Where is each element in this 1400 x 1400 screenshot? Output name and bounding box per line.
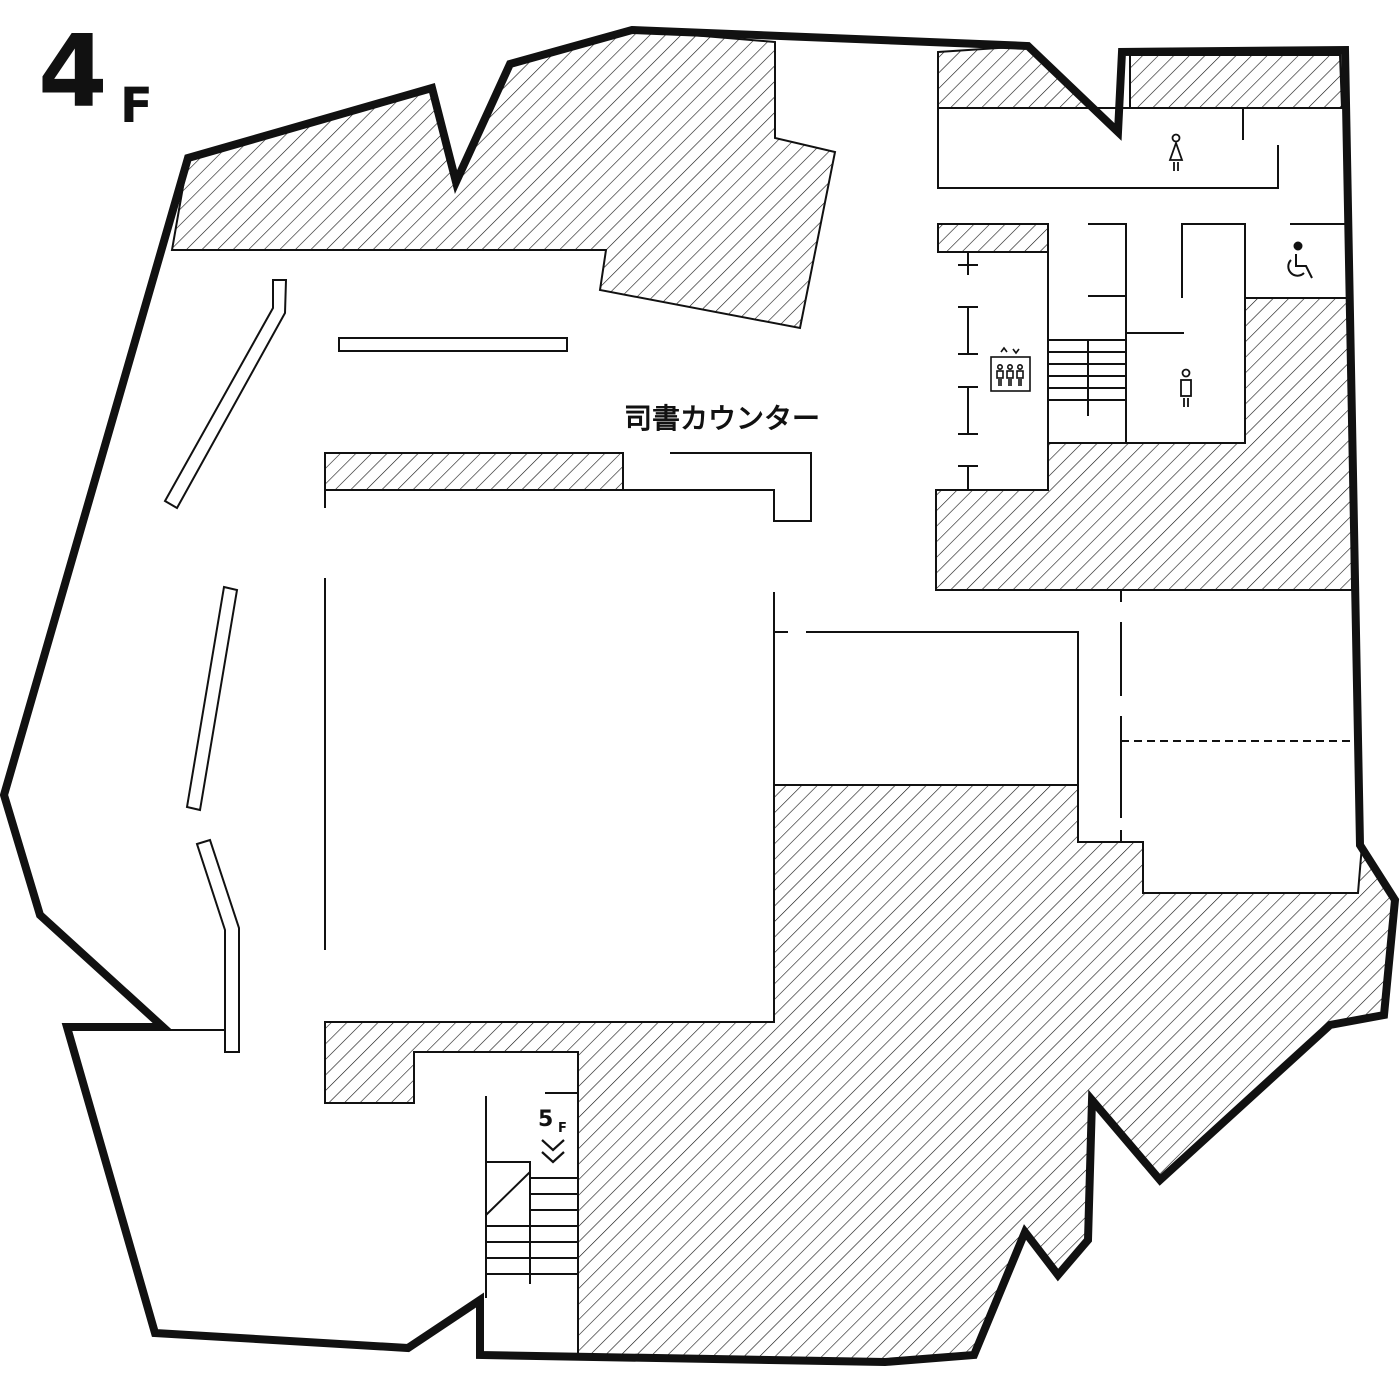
bookshelf xyxy=(195,838,240,1053)
bookshelf xyxy=(185,585,239,812)
hatched-area-top-middle xyxy=(937,44,1093,109)
stairs-south xyxy=(486,1177,578,1275)
elevator-icon xyxy=(990,346,1031,392)
female-restroom-icon xyxy=(1168,133,1184,171)
restricted-areas xyxy=(170,28,1397,1364)
bookshelves xyxy=(163,279,568,1053)
bookshelf xyxy=(338,337,568,352)
stairs-up-floor-number: 5 xyxy=(538,1107,553,1132)
hatched-area-elevator-top xyxy=(937,223,1049,253)
hatched-area-counter xyxy=(324,452,624,491)
outer-wall xyxy=(0,25,1400,1367)
floor-suffix: F xyxy=(120,78,153,134)
bookshelf xyxy=(163,279,288,510)
floor-number: 4 xyxy=(38,13,108,130)
stairs-up-chevron-icon xyxy=(541,1139,565,1164)
hatched-area-right-block xyxy=(935,297,1354,591)
stairs-elevator-area xyxy=(1048,339,1126,416)
male-restroom-icon xyxy=(1180,368,1192,407)
librarian-counter-label: 司書カウンター xyxy=(624,402,820,435)
interior-walls xyxy=(163,52,1356,1298)
wheelchair-accessible-icon xyxy=(1287,241,1313,279)
hatched-area-top-right xyxy=(1129,54,1344,109)
stairs-up-floor-suffix: F xyxy=(558,1121,567,1136)
